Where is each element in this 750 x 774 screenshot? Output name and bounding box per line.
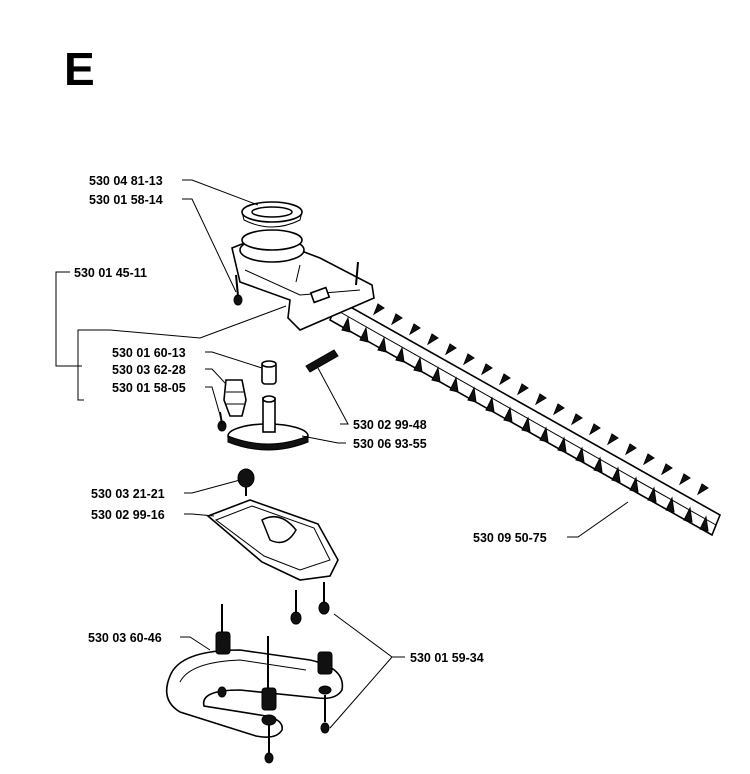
handle-bracket-part	[165, 604, 344, 764]
housing-screw-part	[233, 274, 243, 306]
part-label: 530 03 60-46	[88, 631, 162, 645]
gear-part	[227, 395, 309, 451]
blade-teeth	[341, 293, 709, 532]
leader-lines	[55, 179, 629, 729]
part-label: 530 03 62-28	[112, 363, 186, 377]
pin-part	[305, 349, 339, 373]
nut-part	[237, 468, 255, 496]
part-label: 530 02 99-16	[91, 508, 165, 522]
part-label: 530 06 93-55	[353, 437, 427, 451]
part-label: 530 02 99-48	[353, 418, 427, 432]
part-label: 530 01 58-05	[112, 381, 186, 395]
part-label: 530 04 81-13	[89, 174, 163, 188]
part-label: 530 03 21-21	[91, 487, 165, 501]
blade-assembly	[328, 293, 722, 537]
part-label: 530 01 60-13	[112, 346, 186, 360]
part-label: 530 09 50-75	[473, 531, 547, 545]
part-label: 530 01 45-11	[74, 266, 147, 280]
part-label: 530 01 59-34	[410, 651, 484, 665]
section-letter: E	[64, 43, 95, 95]
top-cover-part	[241, 201, 303, 228]
gear-housing	[231, 229, 375, 331]
grease-nipple-part	[223, 379, 247, 417]
part-labels: 530 04 81-13 530 01 58-14 530 01 45-11 5…	[74, 174, 547, 665]
bushing-part	[261, 360, 277, 385]
cover-plate-part	[206, 499, 339, 581]
plate-screws	[290, 582, 330, 625]
part-label: 530 01 58-14	[89, 193, 163, 207]
